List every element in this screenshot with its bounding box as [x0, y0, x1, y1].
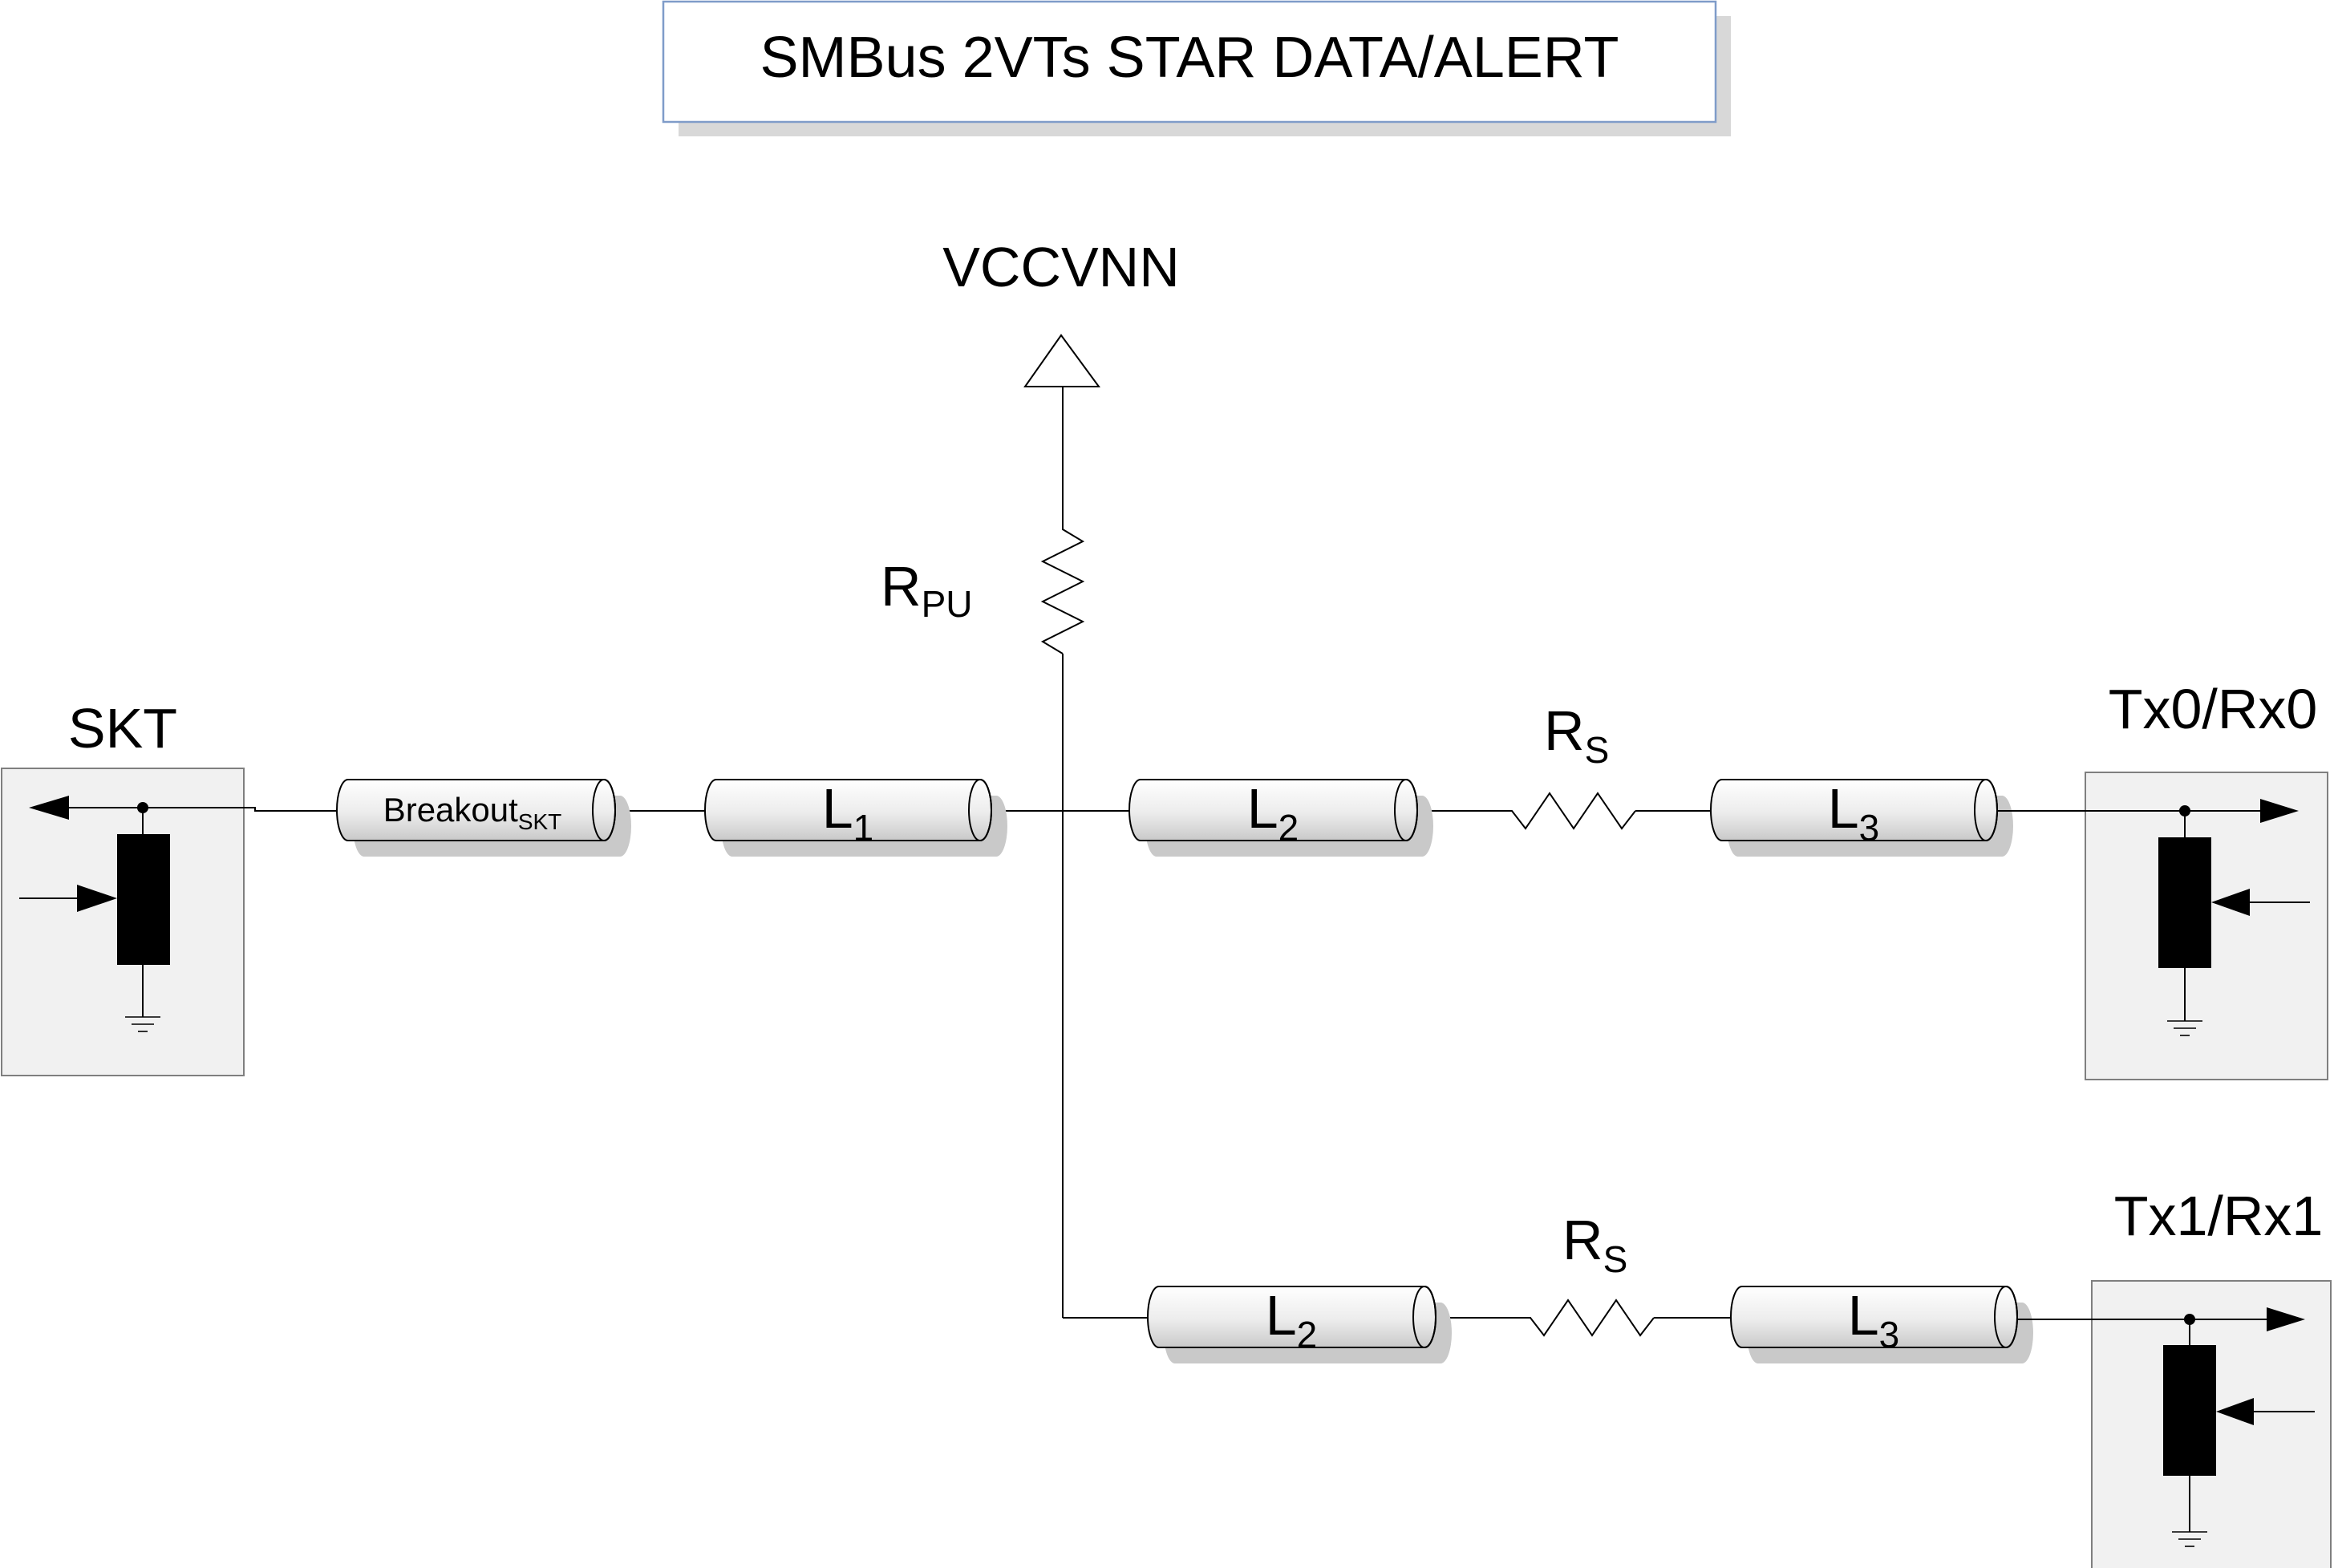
diagram-title: SMBus 2VTs STAR DATA/ALERT: [760, 26, 1619, 90]
l3-top-line: L3: [1710, 777, 2013, 857]
pullup-label: RPU: [881, 555, 972, 625]
pullup-resistor: RPU: [881, 525, 1085, 1318]
title-box: SMBus 2VTs STAR DATA/ALERT: [662, 0, 1731, 136]
l3-top-label: L3: [1828, 777, 1880, 849]
supply-label: VCCVNN: [942, 236, 1180, 298]
l1-line: L1: [704, 777, 1007, 857]
series-resistor-top: RS: [1504, 699, 1636, 830]
breakout-label: BreakoutSKT: [383, 791, 562, 834]
tx0-box: Tx0/Rx0: [1997, 678, 2328, 1080]
tx1-label: Tx1/Rx1: [2114, 1185, 2324, 1247]
breakout-line: BreakoutSKT: [336, 779, 631, 857]
series-resistor-bottom: RS: [1522, 1209, 1655, 1337]
l3-bottom-label: L3: [1848, 1284, 1900, 1355]
skt-box: SKT: [1, 697, 245, 1076]
l2-bottom-line: L2: [1147, 1284, 1452, 1363]
l3-bottom-line: L3: [1730, 1284, 2033, 1363]
tx0-label: Tx0/Rx0: [2109, 678, 2318, 740]
rs-top-label: RS: [1544, 699, 1609, 771]
l2-bottom-label: L2: [1266, 1284, 1318, 1355]
tx1-box: Tx1/Rx1: [2017, 1185, 2332, 1568]
rs-bottom-label: RS: [1562, 1209, 1627, 1280]
l2-top-label: L2: [1247, 777, 1299, 849]
skt-label: SKT: [68, 697, 177, 760]
supply-symbol: VCCVNN: [942, 236, 1180, 525]
l2-top-line: L2: [1129, 777, 1433, 857]
l1-label: L1: [822, 777, 874, 849]
